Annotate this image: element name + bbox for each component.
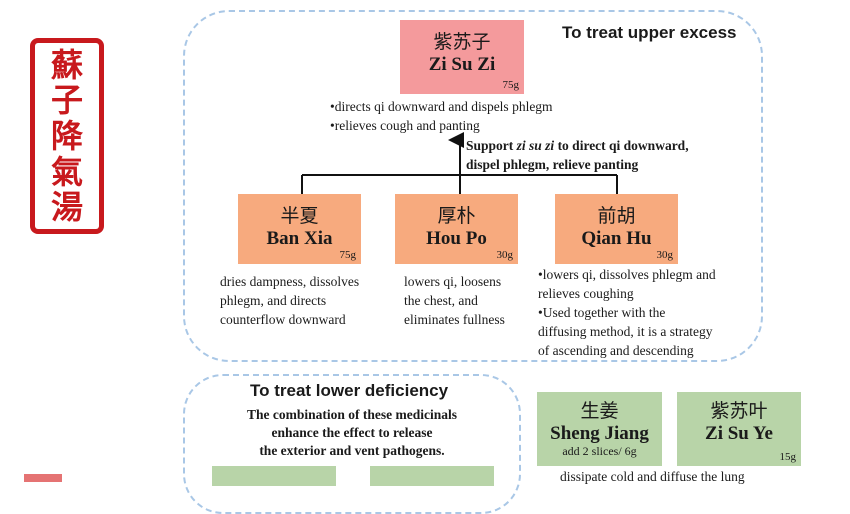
herb-cn: 前胡 <box>597 205 636 227</box>
hou-po-note-1: lowers qi, loosens <box>404 274 502 289</box>
support-label-line2: dispel phlegm, relieve panting <box>466 157 639 172</box>
herb-hou-po: 厚朴 Hou Po 30g <box>395 194 518 264</box>
herb-zi-su-ye: 紫苏叶 Zi Su Ye 15g <box>677 392 801 466</box>
herb-cn: 半夏 <box>280 205 319 227</box>
chief-note-2: •relieves cough and panting <box>330 118 480 133</box>
herb-zi-su-zi: 紫苏子 Zi Su Zi 75g <box>400 20 524 94</box>
legend-red-marker <box>24 474 62 482</box>
partial-green-box-left <box>212 466 336 486</box>
seal-char-4: 氣 <box>50 152 83 191</box>
seal-char-1: 蘇 <box>50 45 83 84</box>
herb-sheng-jiang: 生姜 Sheng Jiang add 2 slices/ 6g <box>537 392 662 466</box>
ban-xia-note-2: phlegm, and directs <box>220 293 327 308</box>
qian-hu-note-5: of ascending and descending <box>538 343 694 358</box>
hou-po-note-2: the chest, and <box>404 293 478 308</box>
lower-desc-3: the exterior and vent pathogens. <box>259 443 445 458</box>
herb-pinyin: Ban Xia <box>266 228 333 249</box>
seal-char-5: 湯 <box>50 188 83 227</box>
herb-pinyin: Zi Su Ye <box>705 423 773 444</box>
herb-qian-hu: 前胡 Qian Hu 30g <box>555 194 678 264</box>
qian-hu-note-3: •Used together with the <box>538 305 666 320</box>
support-text-b: to direct qi downward, <box>554 138 689 153</box>
lower-desc-1: The combination of these medicinals <box>246 407 457 422</box>
hou-po-note-3: eliminates fullness <box>404 312 505 327</box>
qian-hu-note-1: •lowers qi, dissolves phlegm and <box>538 267 716 282</box>
herb-dose: 75g <box>502 79 520 91</box>
herb-pinyin: Hou Po <box>426 228 487 249</box>
support-text-em: zi su zi <box>516 138 555 153</box>
connector-lines <box>301 132 618 194</box>
qian-hu-note-2: relieves coughing <box>538 286 634 301</box>
herb-dose: 30g <box>496 249 514 261</box>
herb-dose-note: add 2 slices/ 6g <box>562 444 637 458</box>
ban-xia-note-3: counterflow downward <box>220 312 346 327</box>
herb-cn: 生姜 <box>580 400 619 422</box>
herb-pinyin: Zi Su Zi <box>428 54 496 75</box>
ban-xia-note-1: dries dampness, dissolves <box>220 274 360 289</box>
partial-green-box-right <box>370 466 494 486</box>
chief-note-1: •directs qi downward and dispels phlegm <box>330 99 553 114</box>
qian-hu-note-4: diffusing method, it is a strategy <box>538 324 713 339</box>
upper-excess-group <box>183 10 763 362</box>
seal-char-2: 子 <box>50 81 83 120</box>
herb-dose: 30g <box>656 249 674 261</box>
herb-pinyin: Qian Hu <box>581 228 652 249</box>
herb-cn: 紫苏子 <box>433 31 491 53</box>
upper-title: To treat upper excess <box>562 23 737 42</box>
seal-stamp: 蘇 子 降 氣 湯 <box>30 38 104 234</box>
herb-ban-xia: 半夏 Ban Xia 75g <box>238 194 361 264</box>
herb-pinyin: Sheng Jiang <box>550 423 649 444</box>
support-text-a: Support <box>466 138 517 153</box>
lower-desc-2: enhance the effect to release <box>271 425 433 440</box>
support-label: Support zi su zi to direct qi downward, <box>466 137 689 155</box>
herb-dose: 75g <box>339 249 357 261</box>
seal-char-3: 降 <box>50 116 83 155</box>
assistant-note-partial: dissipate cold and diffuse the lung <box>560 469 745 484</box>
herb-cn: 厚朴 <box>437 205 476 227</box>
herb-dose: 15g <box>779 451 797 463</box>
herb-cn: 紫苏叶 <box>710 400 768 422</box>
seal-inner: 蘇 子 降 氣 湯 <box>35 43 99 229</box>
lower-title: To treat lower deficiency <box>250 381 449 400</box>
